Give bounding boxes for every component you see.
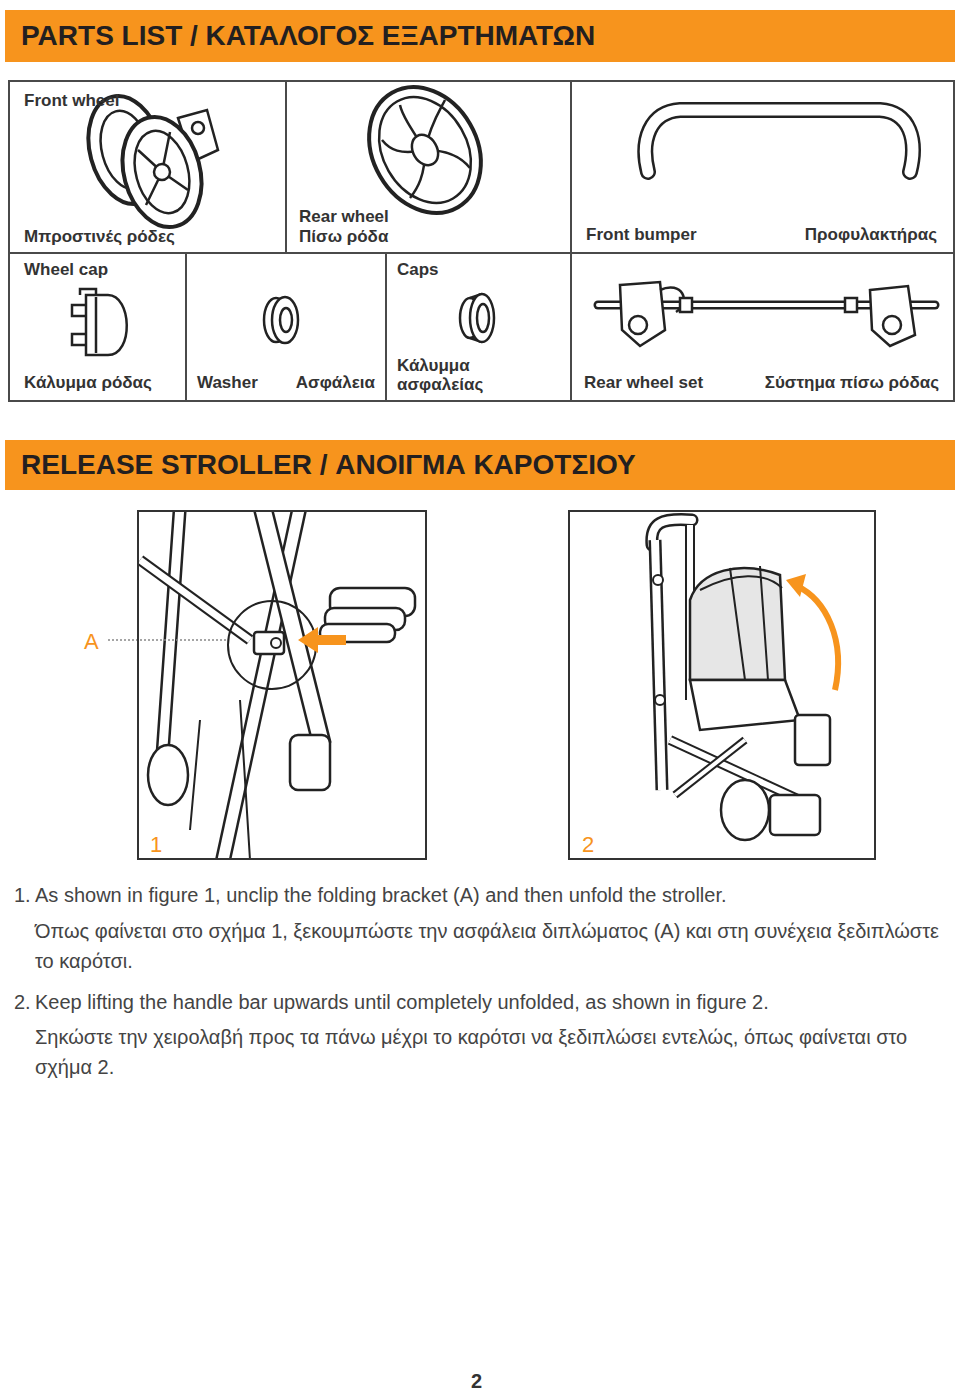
rear-wheel-art — [407, 130, 444, 170]
part-name: Front bumper — [586, 225, 697, 245]
part-name: Front wheel — [24, 91, 119, 111]
section-band: RELEASE STROLLER / ΑΝΟΙΓΜΑ ΚΑΡΟΤΣΙΟΥ — [5, 440, 955, 490]
rear-wheel-set-art — [883, 316, 901, 334]
part-name: Washer — [197, 373, 258, 393]
unfolding-stroller-figure — [770, 795, 820, 835]
leader-line — [108, 639, 228, 641]
figure-frame: 2 — [568, 510, 876, 860]
figure-number: 2 — [582, 832, 594, 857]
front-bumper-art — [645, 110, 913, 172]
unfolding-stroller-figure — [700, 566, 782, 680]
page-number: 2 — [471, 1366, 482, 1392]
unfolding-stroller-figure — [786, 574, 806, 597]
part-name: Ασφάλεια — [296, 373, 375, 393]
folding-bracket-figure — [271, 638, 281, 648]
folding-bracket-figure — [140, 560, 250, 640]
folding-bracket-figure — [190, 700, 250, 858]
washer-art — [280, 308, 292, 332]
rear-wheel-set-art — [629, 316, 647, 334]
folding-bracket-figure — [298, 627, 346, 653]
washer-art — [264, 297, 298, 343]
caps-art — [477, 304, 489, 332]
section-heading: RELEASE STROLLER / ΑΝΟΙΓΜΑ ΚΑΡΟΤΣΙΟΥ — [21, 449, 636, 481]
instruction-text: Σηκώστε την χειρολαβή προς τα πάνω μέχρι… — [35, 1022, 950, 1082]
rear-wheel-set-art — [680, 298, 692, 312]
rear-wheel-set-art — [870, 286, 915, 346]
front-bumper-art — [645, 110, 913, 172]
section-heading: PARTS LIST / ΚΑΤΑΛΟΓΟΣ ΕΞΑΡΤΗΜΑΤΩΝ — [21, 20, 595, 52]
unfolding-stroller-figure — [655, 695, 665, 705]
wheel-cap-art — [72, 305, 86, 345]
part-name: Προφυλακτήρας — [805, 225, 937, 245]
rear-wheel-art — [361, 81, 490, 220]
rear-wheel-set-art — [620, 282, 665, 346]
part-name: Rear wheel — [299, 207, 389, 227]
instruction-text: Keep lifting the handle bar upwards unti… — [35, 987, 950, 1017]
caps-art — [460, 294, 494, 342]
wheel-cap-art — [86, 295, 127, 355]
part-name: Κάλυμμα ρόδας — [24, 373, 152, 393]
folding-bracket-figure — [148, 745, 188, 805]
callout-letter: A — [84, 627, 99, 657]
part-name: Σύστημα πίσω ρόδας — [765, 373, 939, 393]
washer-art — [272, 297, 298, 343]
folding-bracket-figure — [140, 560, 250, 640]
unfolding-stroller-figure — [653, 575, 663, 585]
part-name: Wheel cap — [24, 260, 108, 280]
part-cell: Front wheelΜπροστινές ρόδες — [8, 80, 287, 254]
part-name: Caps — [397, 260, 439, 280]
unfolding-stroller-figure — [690, 680, 800, 730]
front-wheel-art — [154, 164, 170, 180]
unfolding-stroller-figure — [652, 520, 838, 840]
instruction-text: Όπως φαίνεται στο σχήμα 1, ξεκουμπώστε τ… — [35, 916, 950, 976]
part-cell: CapsΚάλυμμα ασφαλείας — [385, 252, 572, 402]
unfolding-stroller-figure — [795, 715, 830, 765]
section-band: PARTS LIST / ΚΑΤΑΛΟΓΟΣ ΕΞΑΡΤΗΜΑΤΩΝ — [5, 10, 955, 62]
unfolding-stroller-figure — [797, 586, 838, 690]
step-number: 1. — [14, 880, 31, 910]
rear-wheel-set-art — [598, 282, 935, 346]
folding-bracket-figure — [140, 512, 415, 858]
figure-frame: 1 — [137, 510, 427, 860]
part-cell: Washer Ασφάλεια — [185, 252, 387, 402]
part-name: Πίσω ρόδα — [299, 227, 388, 247]
part-cell: Wheel capΚάλυμμα ρόδας — [8, 252, 187, 402]
part-cell: Rear wheelΠίσω ρόδα — [285, 80, 572, 254]
folding-bracket-figure — [290, 735, 330, 790]
part-cell: Rear wheel set Σύστημα πίσω ρόδας — [570, 252, 955, 402]
wheel-cap-art — [72, 289, 127, 355]
part-cell: Front bumper Προφυλακτήρας — [570, 80, 955, 254]
front-wheel-art — [111, 108, 213, 236]
wheel-cap-art — [95, 297, 98, 353]
rear-wheel-art — [382, 100, 470, 198]
figure-number: 1 — [150, 832, 162, 857]
part-name: Κάλυμμα ασφαλείας — [397, 356, 522, 395]
unfolding-stroller-figure — [721, 780, 769, 840]
front-wheel-art — [192, 122, 204, 134]
front-wheel-art — [138, 132, 188, 205]
front-bumper-art — [645, 110, 913, 172]
caps-art — [470, 294, 494, 342]
rear-wheel-set-art — [845, 298, 857, 312]
wheel-cap-art — [80, 289, 96, 295]
part-name: Rear wheel set — [584, 373, 703, 393]
folding-bracket-figure — [228, 601, 316, 689]
step-number: 2. — [14, 987, 31, 1017]
front-wheel-art — [126, 125, 198, 220]
part-name: Μπροστινές ρόδες — [24, 227, 175, 247]
instruction-text: As shown in figure 1, unclip the folding… — [35, 880, 950, 910]
folding-bracket-figure — [254, 632, 284, 654]
